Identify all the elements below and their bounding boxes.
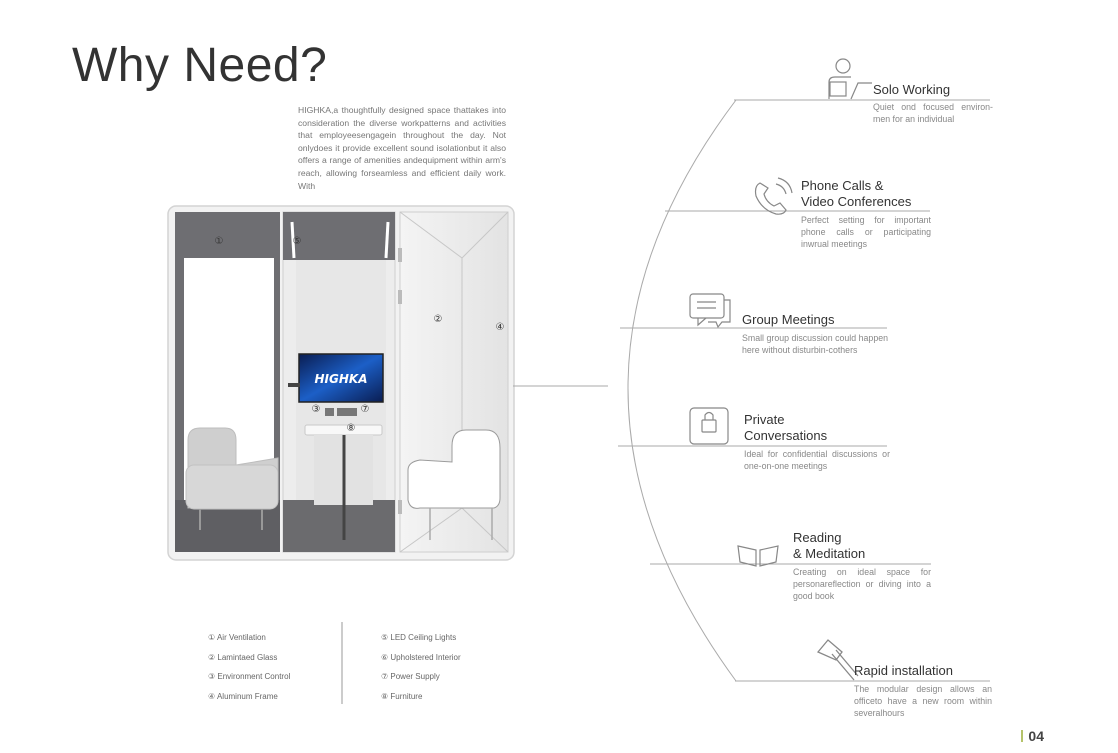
open-book-icon bbox=[737, 545, 779, 567]
feature-solo-working: Solo Working Quiet ond focused environ-m… bbox=[873, 82, 993, 125]
person-laptop-icon bbox=[828, 58, 872, 100]
feature-title-line-1: Phone Calls & bbox=[801, 178, 884, 193]
callout-7: ⑦ bbox=[361, 404, 370, 415]
page-title: Why Need? bbox=[72, 39, 328, 92]
legend-item: ⑤ LED Ceiling Lights bbox=[381, 633, 457, 642]
feature-desc: Perfect setting for important phone call… bbox=[801, 215, 931, 250]
legend-item: ④ Aluminum Frame bbox=[208, 691, 278, 701]
feature-desc: Small group discussion could happen here… bbox=[742, 333, 888, 356]
feature-title: Rapid installation bbox=[854, 663, 954, 678]
legend-item: ① Air Ventilation bbox=[208, 633, 266, 642]
screen-logo: HIGHKA bbox=[315, 372, 368, 386]
desk bbox=[304, 424, 383, 436]
legend-right: ⑤ LED Ceiling Lights ⑥ Upholstered Inter… bbox=[381, 628, 461, 706]
page-number-text: 04 bbox=[1028, 728, 1044, 744]
feature-title-line-1: Private bbox=[744, 412, 785, 427]
page-number-accent bbox=[1021, 730, 1024, 742]
intro-paragraph: HIGHKA,a thoughtfully designed space tha… bbox=[298, 105, 506, 191]
legend-item: ⑦ Power Supply bbox=[381, 672, 440, 681]
legend-item: ⑧ Furniture bbox=[381, 691, 423, 701]
legend-left: ① Air Ventilation ② Lamintaed Glass ③ En… bbox=[208, 628, 290, 706]
chat-bubbles-icon bbox=[689, 293, 731, 329]
feature-title: Solo Working bbox=[873, 82, 951, 97]
phone-icon bbox=[754, 177, 793, 215]
feature-desc: Creating on ideal space for personarefle… bbox=[793, 567, 931, 602]
feature-title-line-1: Reading bbox=[793, 530, 842, 545]
callout-3: ③ bbox=[312, 404, 321, 415]
display-screen bbox=[298, 353, 384, 403]
feature-private-conversations: Private Conversations Ideal for confiden… bbox=[744, 412, 890, 472]
feature-desc: Quiet ond focused environ-men for an ind… bbox=[873, 102, 993, 125]
right-sofa bbox=[407, 429, 501, 509]
legend-item: ③ Environment Control bbox=[208, 672, 291, 681]
callout-1: ① bbox=[215, 236, 224, 247]
callout-5: ⑤ bbox=[293, 236, 302, 247]
legend-item: ⑥ Upholstered Interior bbox=[381, 652, 461, 662]
feature-title: Group Meetings bbox=[742, 312, 835, 327]
feature-reading-meditation: Reading & Meditation Creating on ideal s… bbox=[793, 530, 931, 603]
feature-arc bbox=[627, 99, 737, 682]
feature-title-line-2: Conversations bbox=[744, 428, 828, 443]
feature-group-meetings: Group Meetings Small group discussion co… bbox=[742, 312, 888, 356]
feature-title-line-2: Video Conferences bbox=[801, 194, 912, 209]
feature-desc: Ideal for confidential discussions or on… bbox=[744, 449, 890, 472]
legend-item: ② Lamintaed Glass bbox=[208, 652, 278, 662]
callout-8: ⑧ bbox=[347, 423, 356, 434]
feature-phone-calls: Phone Calls & Video Conferences Perfect … bbox=[801, 178, 931, 251]
page-number: 04 bbox=[1021, 728, 1044, 744]
hammer-icon bbox=[816, 639, 859, 681]
lock-icon bbox=[689, 407, 729, 445]
feature-desc: The modular design allows an officeto ha… bbox=[854, 684, 992, 719]
callout-2: ② bbox=[434, 314, 443, 325]
callout-4: ④ bbox=[496, 322, 505, 333]
feature-title-line-2: & Meditation bbox=[793, 546, 866, 561]
feature-rapid-installation: Rapid installation The modular design al… bbox=[854, 663, 992, 720]
